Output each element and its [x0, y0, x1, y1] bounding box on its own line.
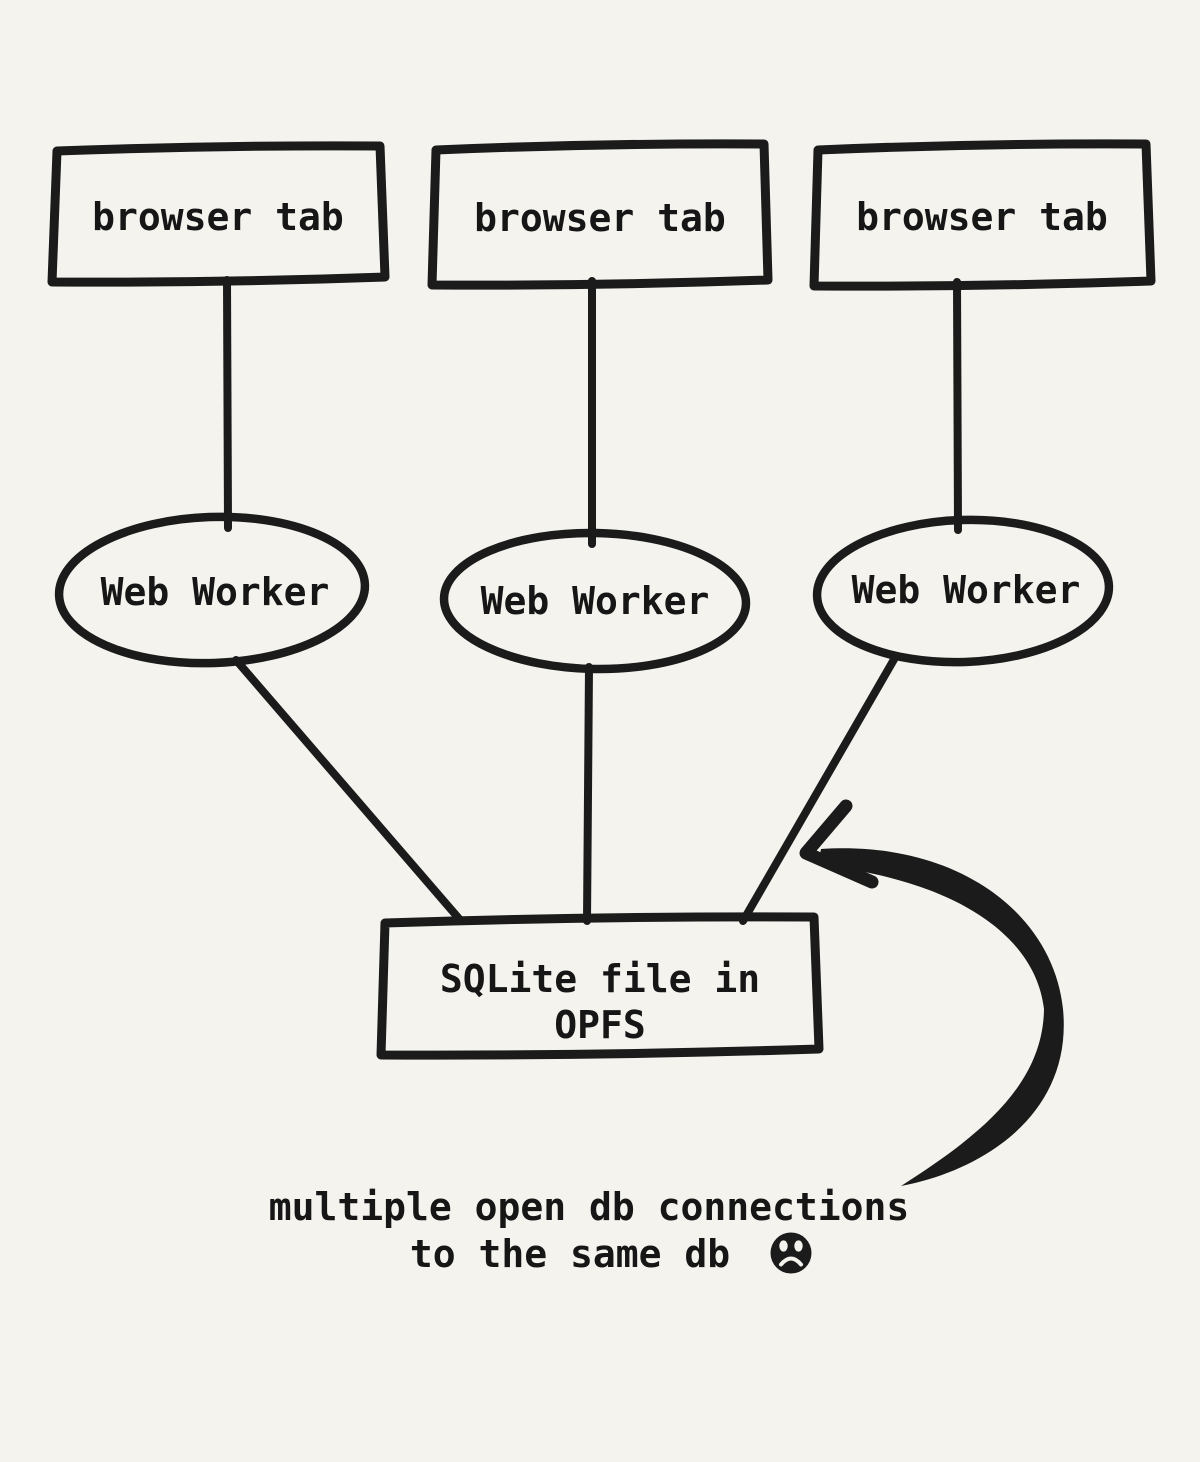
browser-tab-label-3: browser tab	[856, 195, 1108, 239]
frowning-face-icon	[770, 1232, 812, 1274]
tab-worker-connector-1	[223, 276, 232, 532]
sqlite-box	[376, 912, 824, 1060]
web-worker-ellipse-3	[812, 515, 1114, 667]
worker-db-connector-3	[739, 652, 900, 925]
curved-arrow-shaft	[818, 848, 1064, 1186]
browser-tab-box-2	[427, 139, 773, 290]
caption-line-2: to the same db	[410, 1232, 730, 1276]
web-worker-label-3: Web Worker	[852, 568, 1081, 612]
browser-tab-label-2: browser tab	[474, 196, 726, 240]
sqlite-label-line2: OPFS	[554, 1003, 646, 1047]
browser-tab-box-3	[809, 139, 1156, 291]
curved-arrow-head	[799, 799, 879, 889]
web-worker-ellipse-1	[54, 512, 370, 668]
worker-db-connector-1	[232, 656, 465, 925]
web-worker-label-2: Web Worker	[481, 579, 710, 623]
sqlite-label-line1: SQLite file in	[440, 957, 760, 1001]
web-worker-label-1: Web Worker	[101, 570, 330, 614]
browser-tab-box-1	[47, 141, 390, 287]
browser-tab-label-1: browser tab	[92, 195, 344, 239]
web-worker-ellipse-2	[439, 528, 751, 674]
worker-db-connector-2	[583, 663, 593, 925]
caption-line-1: multiple open db connections	[269, 1185, 910, 1229]
tab-worker-connector-3	[953, 278, 962, 534]
